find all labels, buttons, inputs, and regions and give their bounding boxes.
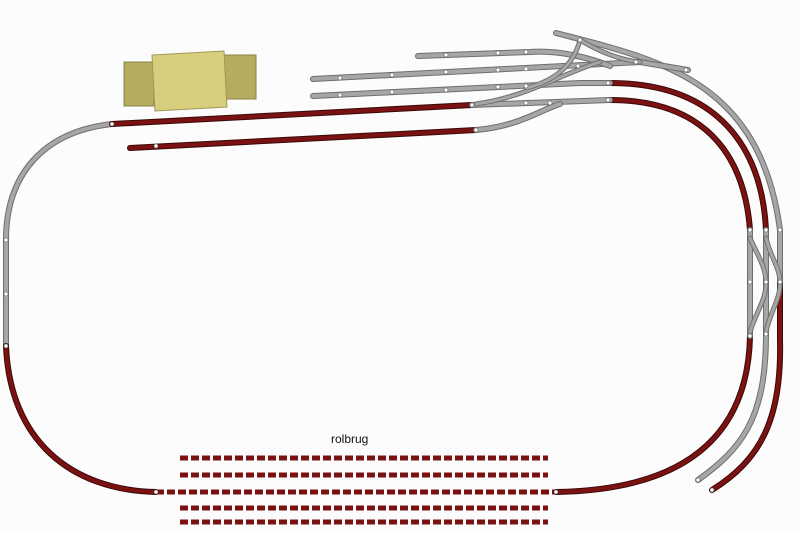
track-main-upper-red[interactable]	[109, 102, 475, 127]
track-siding-red[interactable]	[127, 127, 479, 151]
station-building-icon[interactable]	[123, 50, 257, 112]
track-joints	[3, 37, 783, 495]
rolbrug-label: rolbrug	[331, 432, 369, 446]
track-left-lower-red[interactable]	[3, 343, 159, 495]
track-right-outer-red[interactable]	[607, 80, 784, 493]
track-left-loop-grey[interactable]	[3, 121, 115, 349]
rolbrug-bridge[interactable]	[156, 455, 556, 525]
track-right-lower-red[interactable]	[553, 333, 753, 495]
